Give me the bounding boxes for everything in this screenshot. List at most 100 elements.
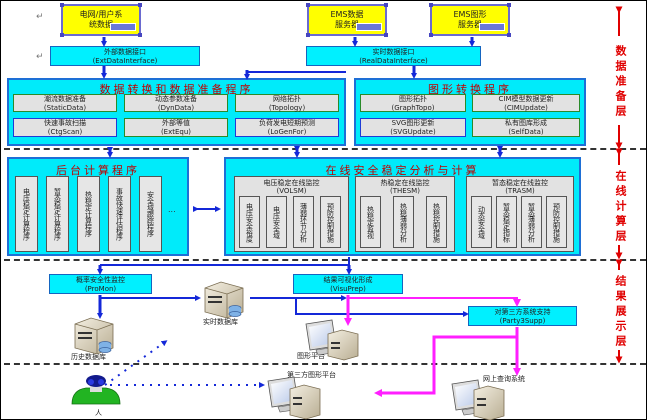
ems-data-server: EMS数据服务器	[306, 3, 388, 37]
data-prep-item: 负荷发电短期预测(LoGenFor)	[235, 118, 339, 137]
item-code: (CtgScan)	[47, 128, 83, 136]
item-label: 热稳定计算程序	[84, 191, 93, 237]
item-code: (LoGenFor)	[267, 128, 307, 136]
item-label: 安全域跟踪程序	[146, 191, 155, 237]
history-db-server-icon	[74, 317, 114, 355]
layer-label-compute: 在线计算层	[614, 169, 627, 245]
item-title: 负荷发电短期预测	[259, 119, 315, 127]
layer-label-prep: 数据准备层	[614, 45, 627, 120]
thesm-item: 热稳控制措施	[426, 196, 447, 248]
data-prep-item: 快速事故扫描(CtgScan)	[13, 118, 117, 137]
ext-data-interface-title: 外部数据接口	[104, 48, 146, 56]
backend-item: 电压稳定计算程序	[15, 176, 38, 252]
item-code: (SVGUpdate)	[390, 128, 436, 136]
item-label: 暂态稳定指标	[502, 202, 511, 242]
item-label: 暂态稳定计算程序	[53, 188, 62, 240]
user-label: 人	[95, 409, 102, 417]
volsm-item: 预防控制措施	[320, 196, 341, 248]
online-analysis-title: 在线安全稳定分析与计算	[325, 164, 480, 177]
graph-platform-label: 图形平台	[297, 352, 325, 360]
item-code: (CIMUpdate)	[504, 104, 548, 112]
item-title: SVG图形更新	[391, 119, 435, 127]
volsm-item: 电压安全域	[266, 196, 287, 248]
dotted-arrow-user-to-history	[104, 340, 168, 386]
visuprep-title: 结果可视化形成	[323, 276, 373, 284]
thesm-item: 热稳定监视	[360, 196, 381, 248]
item-label: 预防控制措施	[552, 202, 561, 242]
trasm-item: 动态安全域	[471, 196, 492, 248]
arrow-party3-to-third-party	[374, 335, 517, 397]
ext-data-interface-code: (ExtDataInterface)	[92, 57, 158, 65]
item-title: 私有图库形成	[505, 119, 547, 127]
realtime-db-label: 实时数据库	[203, 318, 238, 326]
ems-data-server-label: EMS数据服务器	[330, 10, 364, 29]
ems-graph-server-label: EMS图形服务器	[453, 10, 487, 29]
server-tag-icon	[110, 23, 136, 31]
trasm-item: 预防控制措施	[546, 196, 567, 248]
item-code: (ExtEqu)	[160, 128, 192, 136]
ems-graph-server: EMS图形服务器	[429, 3, 511, 37]
volsm-code: (VOLSM)	[276, 187, 307, 195]
item-title: 潮流数据准备	[44, 95, 86, 103]
item-code: (Topology)	[268, 104, 306, 112]
thesm-title: 热稳定在线监控	[380, 179, 430, 187]
item-label: 电压稳定计算程序	[22, 188, 31, 240]
server-tag-icon	[356, 23, 382, 31]
data-prep-item: 动态参数准备(DynData)	[124, 94, 228, 112]
item-label: 热稳薄弱分析	[399, 202, 408, 242]
arrow-visuprep-to-party3	[348, 297, 521, 307]
item-code: (GraphTopo)	[391, 104, 435, 112]
item-label: 事故快速评估程序	[115, 188, 124, 240]
thesm-item: 热稳薄弱分析	[393, 196, 414, 248]
trasm-title: 暂态稳定在线监控	[492, 179, 548, 187]
paragraph-mark-icon: ↵	[36, 52, 44, 62]
history-db-label: 历史数据库	[71, 353, 106, 361]
real-data-interface-code: (RealDataInterface)	[359, 57, 428, 65]
thesm-code: (THESM)	[390, 187, 420, 195]
data-prep-item: 网络拓扑(Topology)	[235, 94, 339, 112]
layer-label-display: 结果展示层	[614, 274, 627, 350]
more-ellipsis: ...	[168, 205, 176, 214]
item-title: 外部等值	[162, 119, 190, 127]
data-prep-item: 外部等值(ExtEqu)	[124, 118, 228, 137]
web-query-computer-icon	[451, 379, 505, 420]
layer-divider	[4, 363, 646, 365]
trasm-code: (TRASM)	[505, 187, 535, 195]
data-prep-title: 数据转换和数据准备程序	[99, 83, 254, 96]
realtime-db-server-icon	[204, 281, 244, 319]
item-title: 快速事故扫描	[44, 119, 86, 127]
party3-code: (Party3Supp)	[499, 317, 546, 325]
user-avatar-icon	[71, 375, 121, 405]
grid-user-data-source: 电网/用户系统数据	[60, 3, 142, 37]
ext-data-interface: 外部数据接口 (ExtDataInterface)	[50, 46, 200, 66]
visuprep-code: (VisuPrep)	[330, 285, 366, 293]
backend-item: 事故快速评估程序	[108, 176, 131, 252]
server-tag-icon	[479, 23, 505, 31]
graph-platform-computer-icon	[305, 319, 359, 361]
trasm-item: 暂态薄弱分析	[521, 196, 542, 248]
promon-code: (ProMon)	[84, 285, 117, 293]
third-party-platform-computer-icon	[267, 376, 321, 420]
arrow-online-to-results	[97, 257, 352, 275]
item-label: 电压安全裕度	[245, 202, 254, 242]
item-title: CIM模型数据更新	[498, 95, 554, 103]
graph-conv-item: 私有图库形成(SelfData)	[472, 118, 580, 137]
volsm-item: 薄弱环节分析	[293, 196, 314, 248]
volsm-item: 电压安全裕度	[239, 196, 260, 248]
data-prep-item: 潮流数据准备(StaticData)	[13, 94, 117, 112]
party3-box: 对第三方系统支持 (Party3Supp)	[468, 306, 577, 326]
web-query-label: 网上查询系统	[483, 375, 525, 383]
arrow-realtime-db-to-visuprep	[250, 295, 469, 317]
item-code: (DynData)	[157, 104, 195, 112]
item-label: 薄弱环节分析	[299, 202, 308, 242]
item-label: 预防控制措施	[326, 202, 335, 242]
item-title: 动态参数准备	[155, 95, 197, 103]
backend-item: 暂态稳定计算程序	[46, 176, 69, 252]
grid-user-data-label: 电网/用户系统数据	[79, 10, 123, 29]
real-data-interface-title: 实时数据接口	[372, 48, 415, 56]
graph-conv-item: 图形拓扑(GraphTopo)	[360, 94, 466, 112]
third-party-platform-label: 第三方图形平台	[287, 371, 336, 379]
promon-title: 概率安全性监控	[76, 276, 125, 284]
paragraph-mark-icon: ↵	[36, 12, 44, 22]
